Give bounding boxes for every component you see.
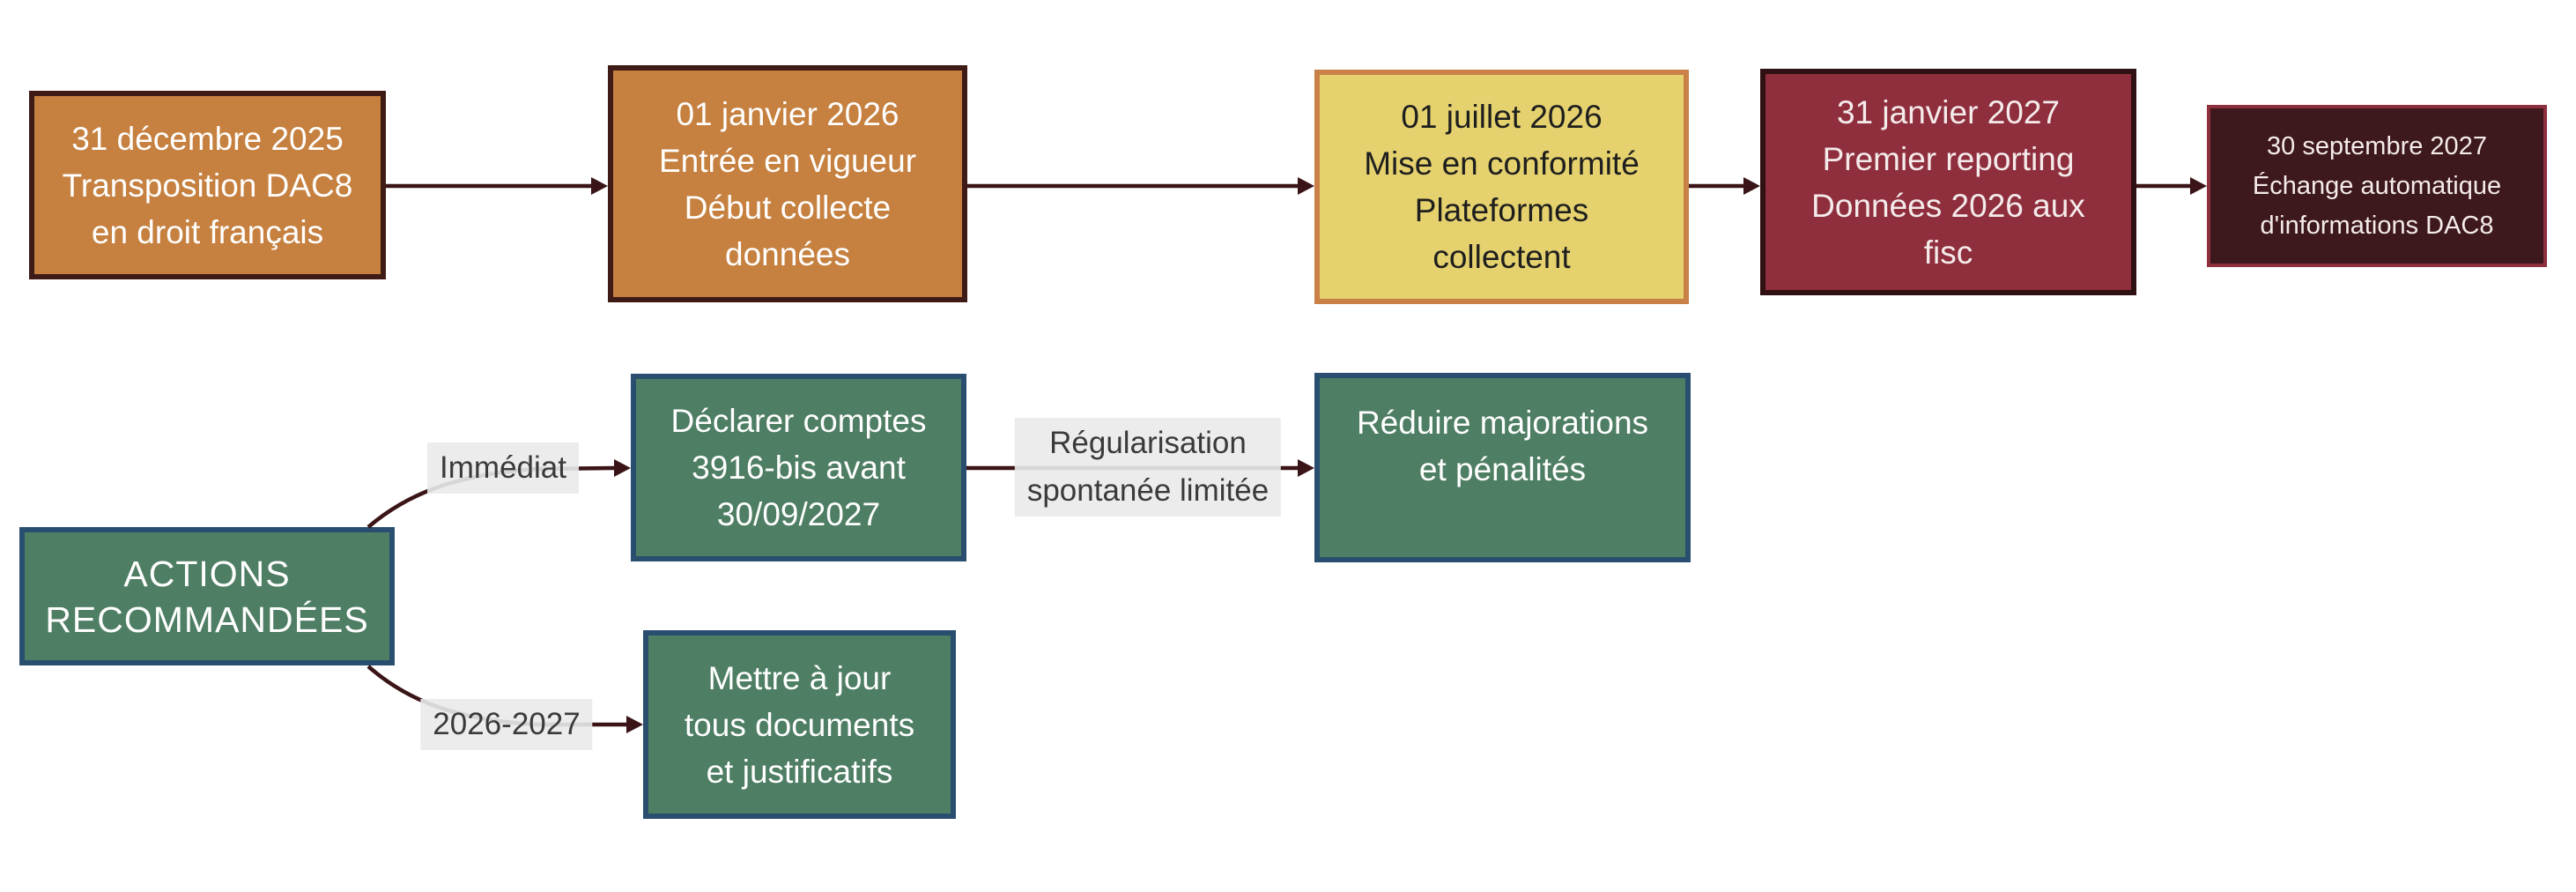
actions-recommandees-box: ACTIONS RECOMMANDÉES [19,527,395,665]
milestone-line: Plateformes [1414,192,1589,228]
timeline-arrowhead-2 [1298,177,1314,195]
milestone-line: 31 janvier 2027 [1836,93,2061,130]
milestone-line: Données 2026 aux [1811,187,2085,224]
milestone-line: Entrée en vigueur [658,142,917,179]
action-box-declarer-comptes: Déclarer comptes 3916-bis avant 30/09/20… [631,374,966,561]
action-box-mettre-a-jour: Mettre à jour tous documents et justific… [643,630,956,819]
action-line: tous documents [684,706,915,743]
milestone-line: Premier reporting [1822,140,2075,177]
milestone-line: Mise en conformité [1364,145,1640,182]
note-line: spontanée limitée [1026,473,1269,508]
milestone-box-premier-reporting: 31 janvier 2027 Premier reporting Donnée… [1760,69,2136,295]
action-line: Réduire majorations [1356,404,1649,441]
milestone-line: 01 janvier 2026 [676,95,899,132]
action-line: 3916-bis avant [692,450,906,486]
timeline-arrowhead-3 [1743,177,1760,195]
branch-label-immediat: Immédiat [427,442,579,494]
milestone-box-mise-en-conformite: 01 juillet 2026 Mise en conformité Plate… [1314,70,1689,304]
action-box-reduire-majorations: Réduire majorations et pénalités [1314,373,1691,562]
actions-line: RECOMMANDÉES [45,598,369,640]
action-line: et pénalités [1418,450,1587,487]
action-line: Déclarer comptes [670,403,927,439]
milestone-line: fisc [1923,234,1973,271]
action-line: 30/09/2027 [716,496,881,532]
milestone-line: 01 juillet 2026 [1401,99,1603,135]
milestone-line: 30 septembre 2027 [2267,131,2487,160]
regularisation-note-label: Régularisation spontanée limitée [1014,418,1282,517]
branch-arrowhead-immediat [614,459,631,477]
milestone-line: 31 décembre 2025 [71,120,344,157]
milestone-line: collectent [1432,239,1571,275]
branch-label-2026-2027: 2026-2027 [420,699,593,750]
timeline-arrowhead-1 [591,177,608,195]
milestone-line: données [725,235,850,272]
regularisation-arrowhead [1298,459,1314,477]
action-line: Mettre à jour [707,659,892,696]
milestone-box-entree-vigueur: 01 janvier 2026 Entrée en vigueur Début … [608,65,967,302]
milestone-box-transposition: 31 décembre 2025 Transposition DAC8 en d… [29,91,386,279]
milestone-line: Transposition DAC8 [62,167,353,204]
branch-arrowhead-2026-2027 [626,716,643,733]
milestone-line: Échange automatique [2252,171,2502,200]
milestone-line: d'informations DAC8 [2260,211,2494,240]
milestone-line: Début collecte [684,189,892,226]
note-line: Régularisation [1049,426,1247,460]
milestone-line: en droit français [91,213,324,250]
actions-line: ACTIONS [123,553,291,594]
timeline-arrowhead-4 [2190,177,2207,195]
milestone-box-echange-automatique: 30 septembre 2027 Échange automatique d'… [2207,105,2547,267]
action-line: et justificatifs [706,753,893,790]
